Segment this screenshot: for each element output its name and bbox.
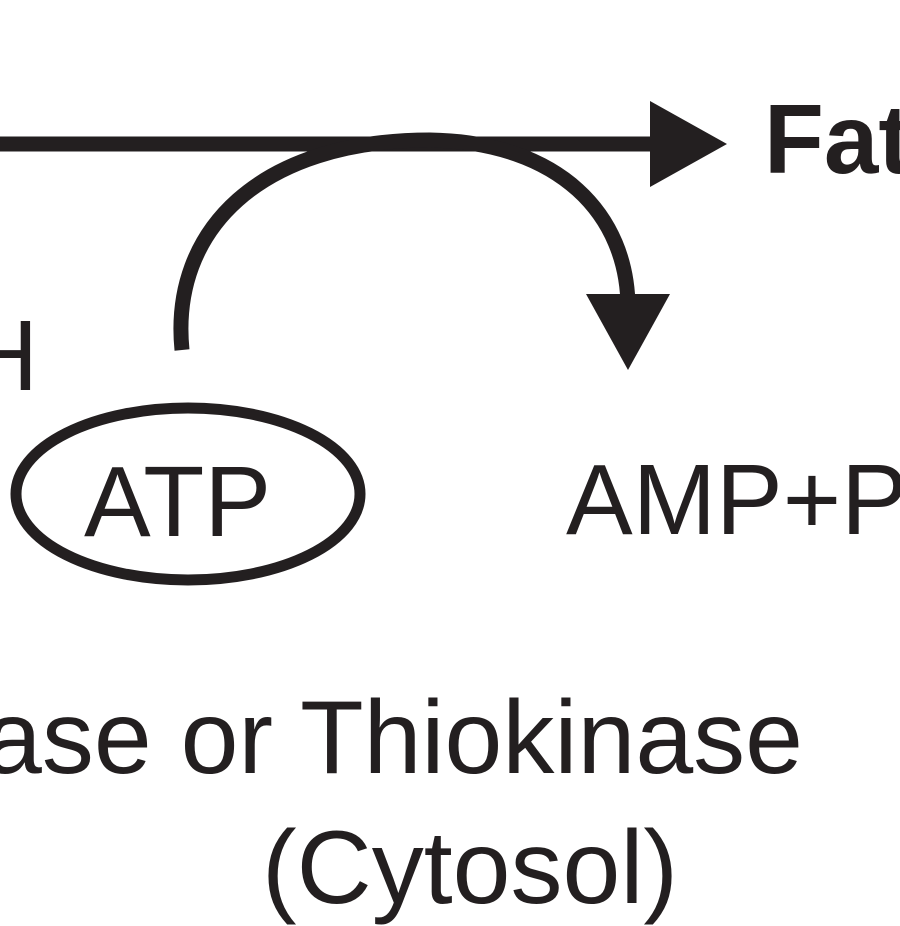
substrate-fragment-label: H (0, 300, 39, 412)
byproduct-label: AMP+P (566, 444, 900, 556)
arrow-right-icon (650, 101, 727, 187)
curved-arrow-path (173, 132, 636, 351)
reaction-diagram (0, 101, 727, 586)
enzyme-label: ase or Thiokinase (0, 680, 803, 796)
main-reaction-arrow (0, 101, 727, 187)
curved-arrow-down-icon (586, 294, 670, 370)
product-label: Fat (764, 84, 900, 194)
location-label: (Cytosol) (262, 810, 679, 926)
side-reaction-arrow (173, 132, 670, 370)
atp-ellipse (10, 402, 366, 586)
atp-label: ATP (84, 446, 272, 558)
